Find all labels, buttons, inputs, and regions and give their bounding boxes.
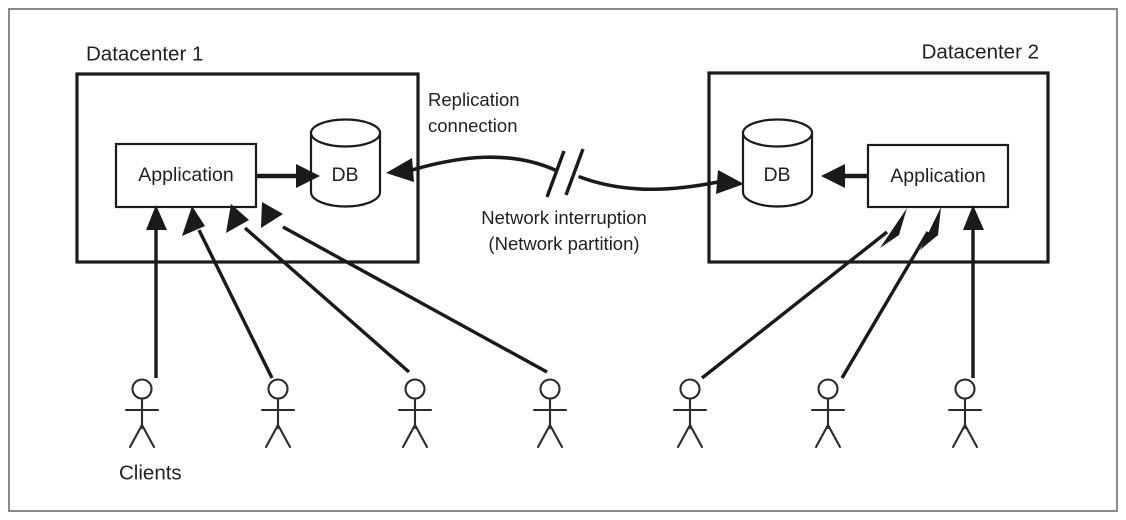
dc2-app-to-db-arrow <box>821 164 868 188</box>
client-figure <box>672 378 708 449</box>
network-break-mark-2 <box>545 150 566 198</box>
datacenter-2-application-box <box>866 143 1010 209</box>
client-figures-left <box>124 378 568 449</box>
datacenter-1-database-icon <box>309 118 382 208</box>
replication-connection-label-line2: connection <box>428 115 517 136</box>
dc1-app-to-db-arrow <box>256 164 320 188</box>
network-interruption-label-line2: (Network partition) <box>488 233 639 254</box>
datacenter-1-group <box>75 72 420 264</box>
client-arrows-left <box>146 202 548 379</box>
client-arrows-right <box>700 205 984 380</box>
datacenter-2-group <box>707 71 1050 264</box>
client-figure <box>810 378 846 449</box>
datacenter-2-application-label: Application <box>890 165 985 187</box>
client-figure <box>397 378 433 449</box>
replication-connection <box>386 148 744 198</box>
clients-label: Clients <box>119 461 182 484</box>
replication-connection-label-line1: Replication <box>428 89 520 110</box>
client-figure <box>532 378 568 449</box>
client-figures-right <box>672 378 983 449</box>
datacenter-1-application-box <box>114 142 258 209</box>
network-interruption-label-line1: Network interruption <box>481 207 647 228</box>
datacenter-1-application-label: Application <box>138 164 233 186</box>
datacenter-1-database-label: DB <box>331 164 358 186</box>
client-figure <box>947 378 983 449</box>
network-break-mark-1 <box>564 148 585 196</box>
client-figure <box>124 378 160 449</box>
client-figure <box>260 378 296 449</box>
datacenter-2-database-label: DB <box>763 164 790 186</box>
figure-border <box>8 8 1118 512</box>
datacenter-1-label: Datacenter 1 <box>86 42 203 65</box>
datacenter-2-database-icon <box>741 118 814 208</box>
datacenter-2-label: Datacenter 2 <box>922 40 1039 63</box>
